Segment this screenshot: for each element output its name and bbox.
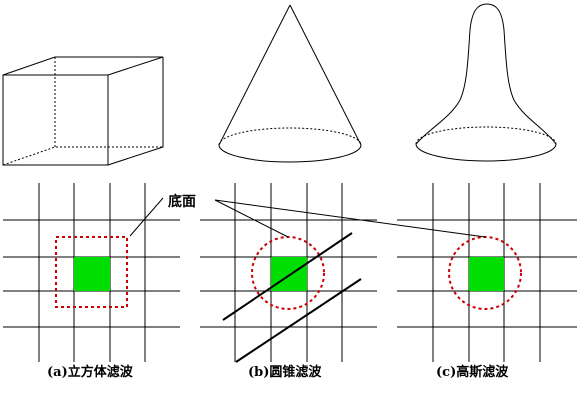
gaussian-filter-shape xyxy=(415,3,557,162)
caption-c: (c)高斯滤波 xyxy=(436,364,509,380)
leader-to-cone-base xyxy=(214,199,289,238)
center-pixel-c xyxy=(469,257,504,291)
cube-top-face xyxy=(2,56,164,76)
cone-base-front-arc xyxy=(218,144,362,163)
caption-b: (b)圆锥滤波 xyxy=(248,364,322,380)
cone-filter-shape xyxy=(218,4,362,163)
cone-left-edge xyxy=(218,4,291,146)
cone-right-edge xyxy=(289,4,362,146)
diagonal-line-upper xyxy=(222,232,353,321)
caption-a: (a)立方体滤波 xyxy=(47,364,134,380)
cube-filter-shape xyxy=(2,56,164,166)
box-footprint-a xyxy=(55,236,128,308)
pixel-grid-a xyxy=(3,183,180,362)
gaussian-bell-curve xyxy=(415,3,557,145)
leader-to-box xyxy=(129,197,164,237)
cube-hidden-bottom-edges xyxy=(2,146,163,166)
callout-leaders xyxy=(129,197,486,238)
center-pixel-a xyxy=(74,257,110,291)
cube-side-face xyxy=(107,57,164,166)
center-pixel-b xyxy=(271,257,307,291)
diagonal-line-lower xyxy=(235,278,362,363)
gaussian-base-back-arc xyxy=(415,126,557,145)
base-callout-label: 底面 xyxy=(168,193,196,210)
cone-base-back-arc xyxy=(218,127,362,146)
cube-front-face xyxy=(2,74,109,166)
gaussian-base-front-arc xyxy=(415,143,557,162)
leader-to-gaussian-base xyxy=(214,199,486,238)
